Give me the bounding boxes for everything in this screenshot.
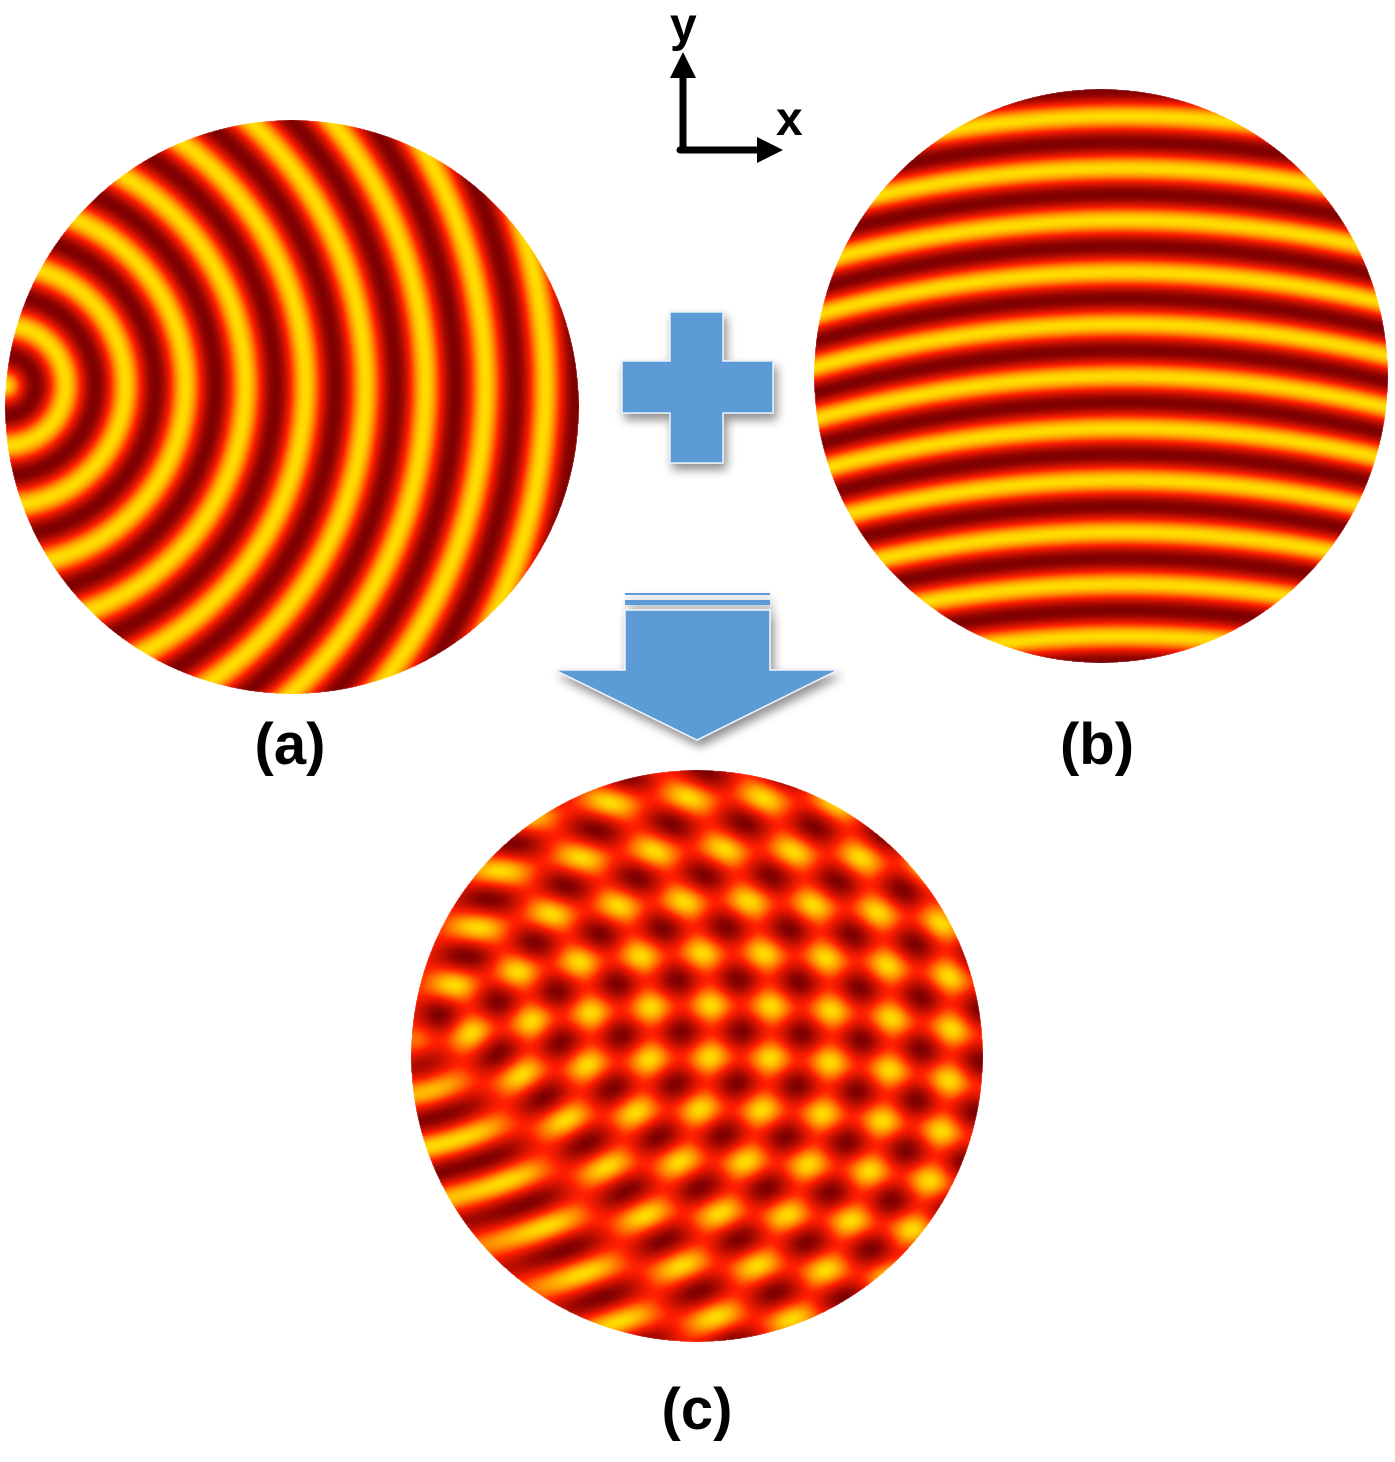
x-axis-label: x	[776, 93, 803, 146]
panel-b-fringe-pattern	[814, 89, 1388, 663]
panel-c-superposition-pattern	[411, 770, 983, 1342]
x-axis-arrowhead-icon	[757, 137, 783, 163]
plus-icon	[621, 311, 774, 464]
coordinate-axes-icon	[670, 52, 783, 163]
panel-a-label: (a)	[254, 712, 326, 777]
y-axis-arrowhead-icon	[670, 52, 696, 78]
panel-a-ring-pattern	[5, 120, 579, 694]
panel-c-label: (c)	[661, 1377, 733, 1442]
panel-a-canvas	[5, 120, 579, 694]
panel-b-canvas	[814, 89, 1388, 663]
down-arrow-icon	[554, 593, 839, 741]
panel-c-canvas	[411, 770, 983, 1342]
y-axis-label: y	[670, 0, 697, 52]
panel-b-label: (b)	[1059, 712, 1135, 777]
